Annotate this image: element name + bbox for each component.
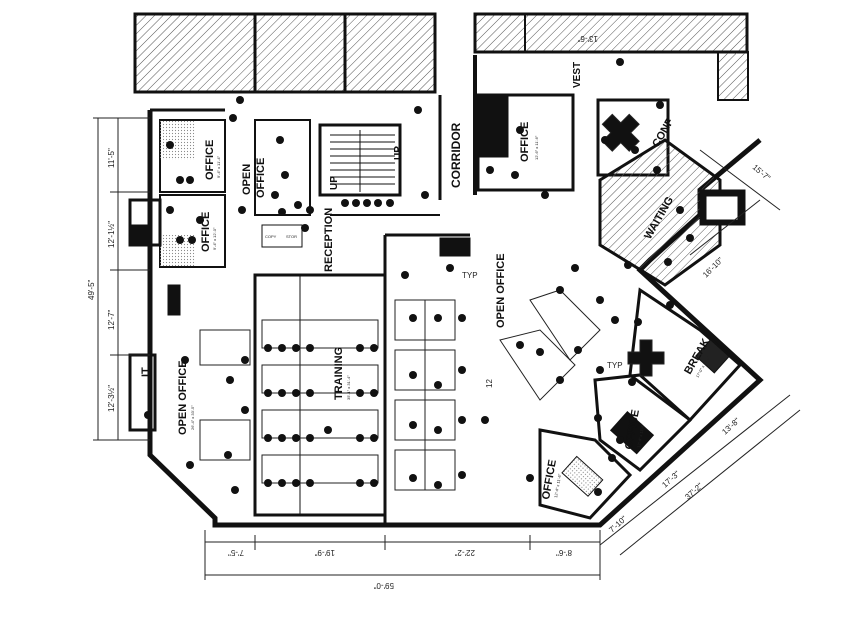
reception-label: RECEPTION [323,208,335,272]
left-dim-1: 11'-5" [107,148,116,168]
interior-walls [128,93,746,525]
copy-label: COPY [265,234,277,239]
bottom-dimension-labels: 7'-5" 19'-9" 22'-2" 8'-6" 59'-0" [228,548,572,590]
se-dim-2: 17'-3" [660,469,681,489]
office-se1-size: 12'-4" x 11'-6" [636,423,645,448]
left-dim-3: 12'-7" [107,309,116,330]
open-office-w-label: OPEN OFFICE [177,360,189,435]
bottom-dim-4: 8'-6" [556,548,572,557]
open-office-n-line1: OPEN [241,164,253,195]
workstations [199,113,665,491]
left-dimension-string [93,117,150,441]
office-nw1-size: 9'-4" x 11'-4" [216,155,221,178]
office-nw2-size: 9'-4" x 12'-0" [212,227,217,250]
office-nw1-label: OFFICE [204,140,216,180]
office-ne-label: OFFICE [519,122,531,162]
typ-note-1: TYP [462,271,478,280]
left-dim-total: 49'-5" [87,279,96,300]
up-stair-2-label: UP [393,146,404,160]
office-se2-size: 12'-4" x 11'-6" [553,473,562,498]
open-office-w-size: 26'-4" x 33'-5" [190,405,195,430]
top-dim-note: 13'-6" [577,34,598,43]
office-ne-size: 12'-6" x 11'-6" [534,135,539,160]
open-office-c-label: OPEN OFFICE [495,253,507,328]
training-size: 35'-1" x 31'-4" [346,375,351,400]
chairs [144,58,694,496]
stair-treads [330,130,395,192]
hatched-adjacent-spaces [133,12,749,101]
left-dim-4: 12'-3½" [107,385,116,412]
up-stair-1-label: UP [329,176,340,190]
open-office-n-line2: OFFICE [255,158,267,198]
left-dimension-labels: 49'-5" 11'-5" 12'-1½" 12'-7" 12'-3½" [87,148,116,412]
annotations: TYP TYP 12 13'-6" [462,34,623,388]
storage-label: STOR [286,234,297,239]
vest-label: VEST [572,62,583,88]
bottom-dim-3: 22'-2" [454,548,475,557]
corridor-label: CORRIDOR [449,122,463,188]
ne-dim-1: 15'-7" [751,163,773,183]
se-dimension-string [599,394,801,556]
twelve-note: 12 [485,379,494,388]
it-label: IT [140,367,152,377]
se-dim-total: 37'-2" [683,481,704,501]
ne-dim-2: 16'-10" [701,255,725,279]
bottom-dim-1: 7'-5" [228,548,244,557]
training-label: TRAINING [333,347,345,400]
left-dim-2: 12'-1½" [107,221,116,248]
bottom-dim-total: 59'-0" [373,581,394,590]
se-dim-1: 13'-8" [720,416,741,436]
bottom-dimension-string [204,530,601,580]
typ-note-2: TYP [607,361,623,370]
office-nw2-label: OFFICE [200,212,212,252]
bottom-dim-2: 19'-9" [314,548,335,557]
ne-dimension-string [689,149,781,256]
